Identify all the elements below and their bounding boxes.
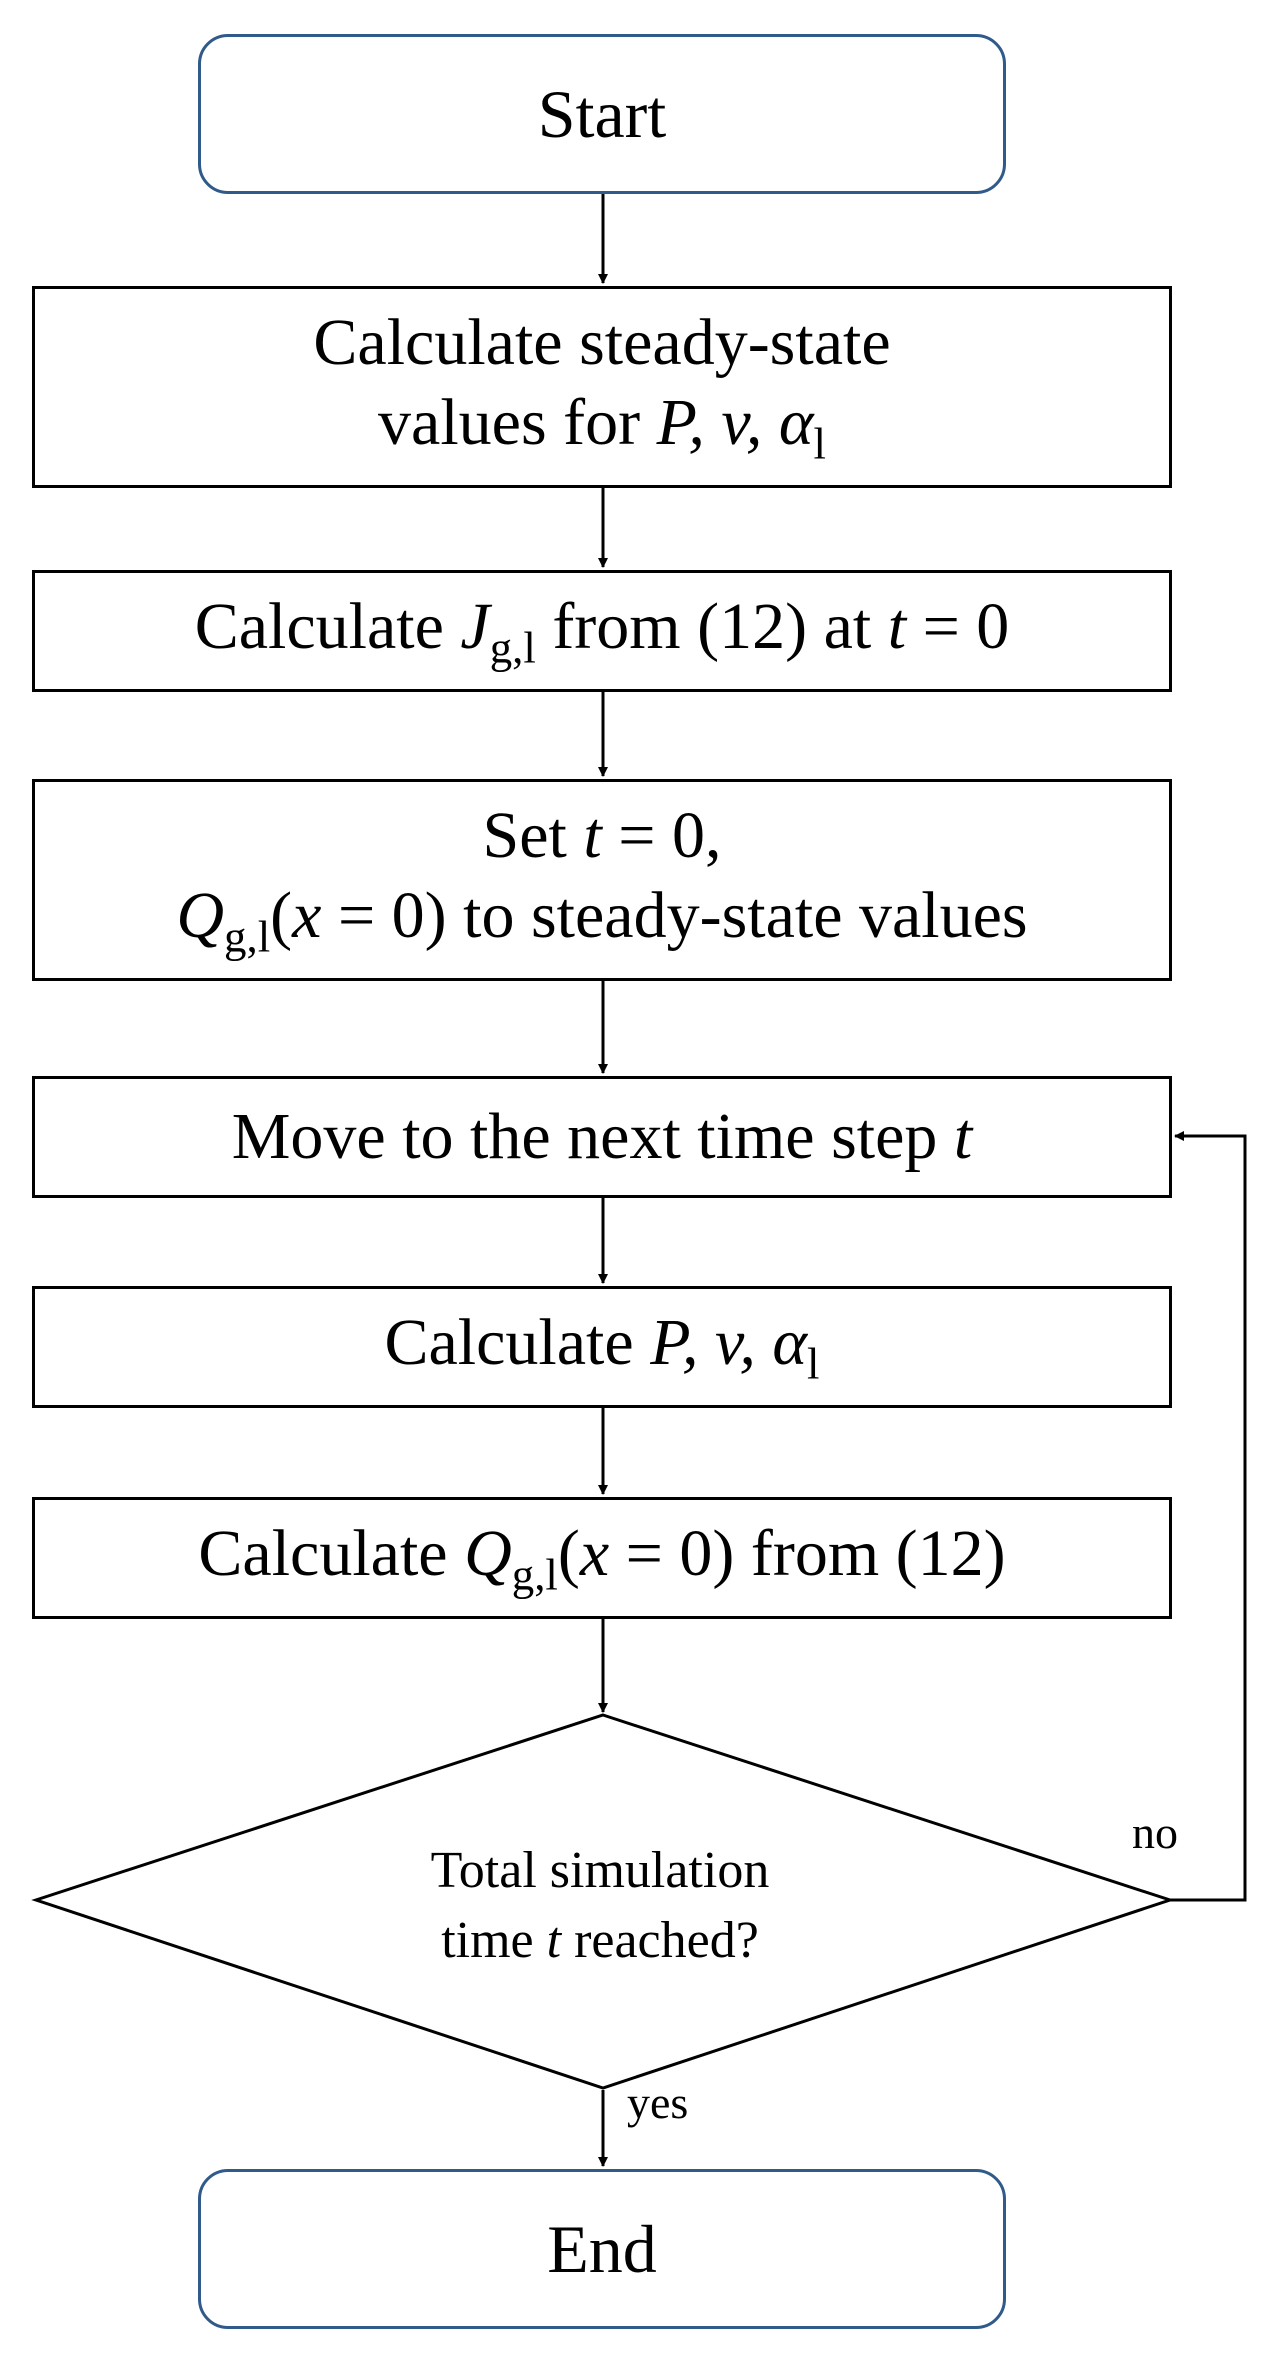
next-step-box: Move to the next time step t (32, 1076, 1172, 1198)
calc-q-box: Calculate Qg,l(x = 0) from (12) (32, 1497, 1172, 1619)
end-label: End (547, 2210, 657, 2287)
set-t-open-paren: ( (270, 879, 293, 953)
calc-q-suffix: = 0) from (12) (609, 1516, 1006, 1590)
no-edge-label: no (1132, 1807, 1178, 1858)
set-t-q-variable: Q (176, 879, 225, 953)
set-t-prefix: Set (482, 798, 584, 872)
calc-q-variable: Q (464, 1516, 512, 1590)
set-t-box: Set t = 0, Qg,l(x = 0) to steady-state v… (32, 779, 1172, 981)
calc-j-box: Calculate Jg,l from (12) at t = 0 (32, 570, 1172, 692)
calc-pva-subscript: l (807, 1338, 820, 1389)
calc-j-text: Calculate Jg,l from (12) at t = 0 (195, 587, 1010, 675)
set-t-line2-suffix: = 0) to steady-state values (321, 879, 1028, 953)
end-terminal: End (198, 2169, 1006, 2329)
calc-pva-variables: P, v, α (650, 1305, 808, 1379)
set-t-time: t (583, 798, 602, 872)
steady-state-line1: Calculate steady-state (313, 305, 891, 379)
calc-q-text: Calculate Qg,l(x = 0) from (12) (198, 1514, 1005, 1602)
decision-diamond (31, 1713, 1175, 2090)
calc-q-prefix: Calculate (198, 1516, 465, 1590)
decision-question: Total simulation time t reached? (300, 1836, 900, 1976)
set-t-x-variable: x (292, 879, 322, 953)
steady-state-prefix: values for (378, 386, 657, 460)
start-terminal: Start (198, 34, 1006, 194)
calc-q-open-paren: ( (557, 1516, 580, 1590)
calc-j-suffix: = 0 (906, 589, 1010, 663)
next-step-time: t (953, 1099, 973, 1173)
decision-time: t (546, 1912, 562, 1970)
calc-j-variable: J (460, 589, 490, 663)
decision-prefix: time (441, 1912, 547, 1970)
calc-j-time: t (887, 589, 907, 663)
calc-pva-box: Calculate P, v, αl (32, 1286, 1172, 1408)
steady-state-box: Calculate steady-state values for P, v, … (32, 286, 1172, 488)
decision-suffix: reached? (561, 1912, 759, 1970)
calc-j-middle: from (12) at (535, 589, 888, 663)
decision-line1: Total simulation (430, 1842, 770, 1899)
start-label: Start (537, 75, 667, 152)
steady-state-subscript: l (813, 418, 826, 469)
decision-line2: time t reached? (300, 1906, 900, 1976)
next-step-prefix: Move to the next time step (231, 1099, 954, 1173)
loop-back-no-connector (1170, 1131, 1247, 1902)
set-t-suffix: = 0, (601, 798, 722, 872)
steady-state-variables: P, v, α (656, 386, 814, 460)
calc-j-prefix: Calculate (194, 589, 461, 663)
set-t-line2: Qg,l(x = 0) to steady-state values (176, 876, 1027, 964)
yes-edge-label: yes (627, 2077, 689, 2128)
calc-pva-text: Calculate P, v, αl (384, 1303, 819, 1391)
calc-q-subscript: g,l (511, 1549, 558, 1600)
calc-j-subscript: g,l (489, 622, 536, 673)
next-step-text: Move to the next time step t (232, 1097, 973, 1178)
set-t-q-subscript: g,l (224, 911, 271, 962)
calc-pva-prefix: Calculate (384, 1305, 651, 1379)
calc-q-x-variable: x (579, 1516, 610, 1590)
set-t-line1: Set t = 0, (483, 796, 722, 877)
steady-state-line2: values for P, v, αl (378, 383, 826, 471)
